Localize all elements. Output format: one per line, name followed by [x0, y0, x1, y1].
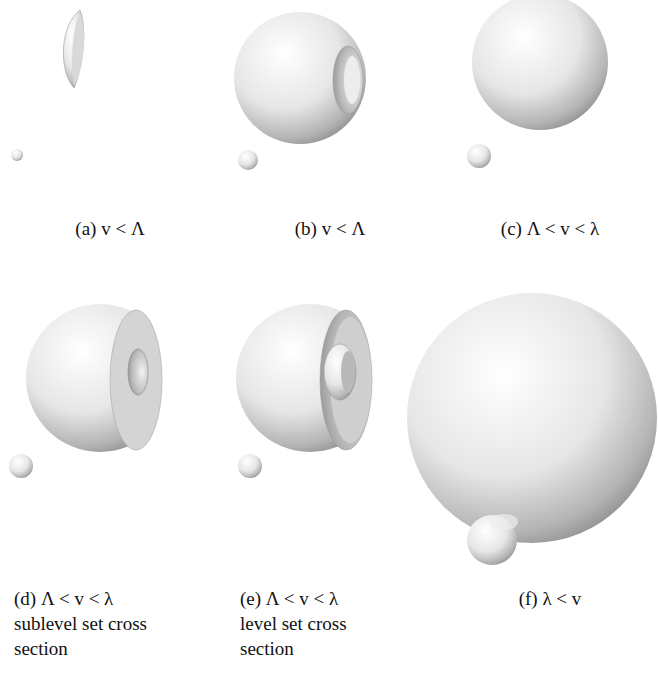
opening-inner: [344, 56, 360, 104]
cavity: [128, 349, 148, 395]
figure-c: [467, 0, 608, 168]
small-sphere: [238, 454, 262, 478]
small-bulge: [467, 515, 517, 565]
caption: (a) v < Λ: [10, 216, 210, 241]
figure-f: [407, 293, 657, 565]
caption: (e) Λ < v < λ level set cross section: [240, 586, 370, 661]
sphere: [236, 304, 384, 452]
caption: (c) Λ < v < λ: [450, 216, 650, 241]
figure-b: [234, 12, 366, 170]
cut-face: [110, 310, 162, 450]
sphere-shell: [234, 12, 366, 144]
caption: (b) v < Λ: [230, 216, 430, 241]
sphere: [472, 0, 608, 130]
shell-opening: [333, 46, 363, 114]
small-sphere: [238, 150, 258, 170]
caption: (d) Λ < v < λ sublevel set cross section: [14, 586, 164, 661]
shell-cap: [63, 10, 83, 88]
figure-a: [11, 10, 84, 161]
shell-cap-inner: [72, 12, 84, 86]
outer-shell-cut: [320, 310, 372, 450]
small-sphere: [9, 454, 33, 478]
sphere: [26, 304, 174, 452]
figure-e: [236, 290, 406, 478]
small-sphere: [467, 144, 491, 168]
inner-shell-cut: [341, 351, 355, 393]
figure-d: [9, 290, 196, 478]
small-sphere: [11, 149, 23, 161]
inner-shell: [324, 344, 356, 400]
caption: (f) λ < v: [450, 586, 650, 611]
large-sphere: [407, 293, 657, 543]
